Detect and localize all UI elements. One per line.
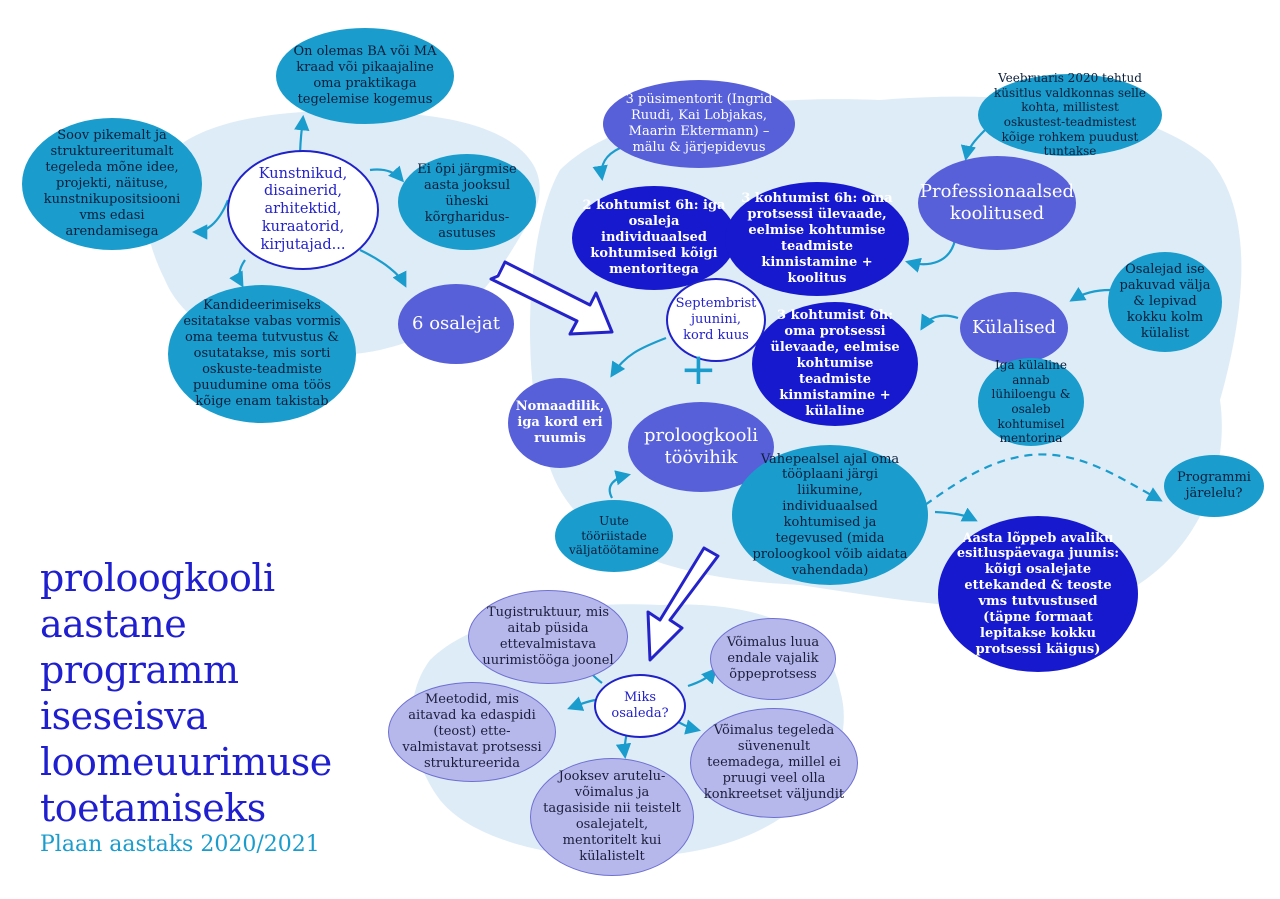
big-arrow-to-why <box>646 546 720 662</box>
methods-node: Meetodid, mis aitavad ka edaspidi (teost… <box>388 682 556 782</box>
arrow-september-nomadic <box>610 336 667 378</box>
arrow-between-final <box>934 507 978 522</box>
arrow-choose-guests <box>1069 286 1111 302</box>
arrow-participants-notstudying <box>369 165 405 183</box>
arrow-participants-desire <box>191 199 230 240</box>
guests-choose-node: Osalejad ise pakuvad välja & lepivad kok… <box>1108 252 1222 352</box>
support-node: Tugistruktuur, mis aitab püsida ettevalm… <box>468 590 628 684</box>
discussion-node: Jooksev arutelu-võimalus ja tagasiside n… <box>530 758 694 876</box>
own-process-node: Võimalus luua endale vajalik õppeprotses… <box>710 618 836 700</box>
title-line-4: iseseisva <box>40 694 208 738</box>
final-day-node: Aasta lõppeb avaliku esitluspäevaga juun… <box>938 516 1138 672</box>
arrow-between-afterlife <box>924 453 1163 506</box>
title-line-6: toetamiseks <box>40 786 266 830</box>
survey-node: Veebruaris 2020 tehtud küsitlus valdkonn… <box>978 71 1162 158</box>
title-line-2: aastane <box>40 602 187 646</box>
meetings-individual-node: 2 kohtumist 6h: iga osaleja individuaals… <box>572 186 736 290</box>
six-participants-node: 6 osalejat <box>398 284 514 364</box>
desire-node: Soov pikemalt ja struktureeritumalt tege… <box>22 118 202 250</box>
why-participate-node: Miks osaleda? <box>594 674 686 738</box>
title-line-1: proloogkooli <box>40 556 275 600</box>
guest-lecture-node: Iga külaline annab lühiloengu & osaleb k… <box>978 358 1084 446</box>
meetings-guest-node: 3 kohtumist 6h: oma protsessi ülevaade, … <box>752 302 918 426</box>
arrow-professional-training <box>905 239 957 273</box>
plus-sign: + <box>680 344 717 395</box>
arrow-why-methods <box>567 696 596 711</box>
nomadic-node: Nomaadilik, iga kord eri ruumis <box>508 378 612 468</box>
tools-node: Uute tööriistade väljatöötamine <box>555 500 673 572</box>
big-arrow-to-september <box>489 260 614 336</box>
afterlife-node: Programmi järelelu? <box>1164 455 1264 517</box>
professional-training-node: Professionaalsed koolitused <box>918 156 1076 250</box>
title-line-5: loomeuurimuse <box>40 740 332 784</box>
participants-node: Kunstnikud, disainerid, arhitektid, kura… <box>227 150 379 270</box>
title-line-3: programm <box>40 648 239 692</box>
arrow-tools-workbook <box>608 470 632 499</box>
in-depth-node: Võimalus tegeleda süvenenult teemadega, … <box>690 708 858 818</box>
big-hollow-arrows <box>489 260 720 662</box>
subtitle: Plaan aastaks 2020/2021 <box>40 832 320 857</box>
guests-node: Külalised <box>960 292 1068 364</box>
arrow-participants-application <box>229 259 246 288</box>
between-node: Vahepealsel ajal oma tööplaani järgi lii… <box>732 445 928 585</box>
not-studying-node: Ei õpi järgmise aasta jooksul üheski kõr… <box>398 154 536 250</box>
degree-node: On olemas BA või MA kraad või pikaajalin… <box>276 28 454 124</box>
meetings-training-node: 3 kohtumist 6h: oma protsessi ülevaade, … <box>725 182 909 296</box>
application-node: Kandideerimiseks esitatakse vabas vormis… <box>168 285 356 423</box>
arrow-survey-professional <box>960 129 986 162</box>
september-june-node: Septembrist juunini, kord kuus <box>666 278 766 362</box>
mentors-node: 3 püsimentorit (Ingrid Ruudi, Kai Lobjak… <box>603 80 795 168</box>
arrow-guests-meetguest <box>920 313 959 331</box>
